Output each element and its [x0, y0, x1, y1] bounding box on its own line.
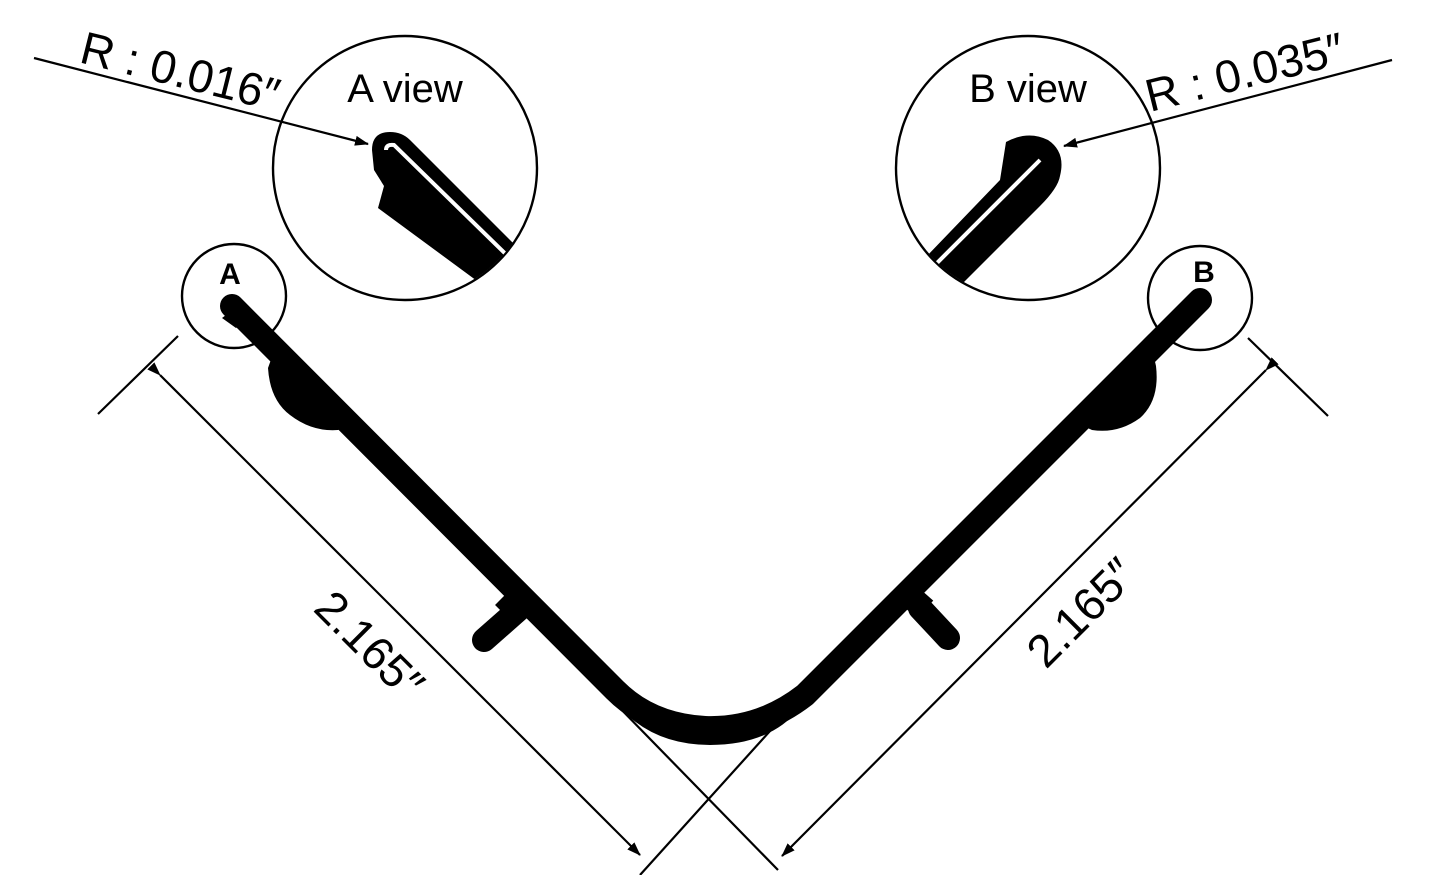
detail-a-inner-line [384, 142, 522, 270]
dimension-value-left: 2.165″ [305, 580, 435, 710]
detail-title-b: B view [969, 67, 1087, 111]
detail-circle-b [894, 34, 1162, 302]
detail-b-inner-line [918, 158, 1042, 282]
left-end-notch [222, 306, 248, 328]
right-bulge [1070, 340, 1157, 431]
detail-a-tip [372, 132, 536, 299]
radius-label-a: R : 0.016″ [76, 21, 286, 121]
extension-line-right-top [1247, 337, 1329, 417]
callout-circle-b [1146, 244, 1254, 352]
profile-bottom-lip [615, 695, 800, 745]
extension-line-left-top [97, 335, 179, 415]
extension-line-left-bottom [639, 699, 799, 875]
detail-title-a: A view [347, 67, 463, 111]
callout-letter-a: A [219, 258, 241, 291]
dimension-value-right: 2.165″ [1016, 547, 1146, 677]
dimension-line-left [147, 362, 641, 856]
left-bulge [268, 340, 362, 431]
dimension-left: 2.165″ [97, 335, 799, 875]
callout-circle-a [180, 242, 288, 350]
radius-label-b: R : 0.035″ [1140, 22, 1350, 122]
detail-view-b: B view R : 0.035″ [894, 22, 1393, 302]
dimension-line-right [781, 357, 1279, 857]
detail-circle-a [271, 34, 539, 302]
detail-view-a: A view R : 0.016″ [33, 21, 539, 302]
dimension-right: 2.165″ [611, 337, 1329, 871]
extension-line-right-bottom [611, 699, 779, 871]
leader-line-b [1063, 58, 1393, 148]
leader-line-a [33, 56, 369, 146]
callout-letter-b: B [1193, 256, 1215, 289]
right-tab [908, 596, 960, 650]
